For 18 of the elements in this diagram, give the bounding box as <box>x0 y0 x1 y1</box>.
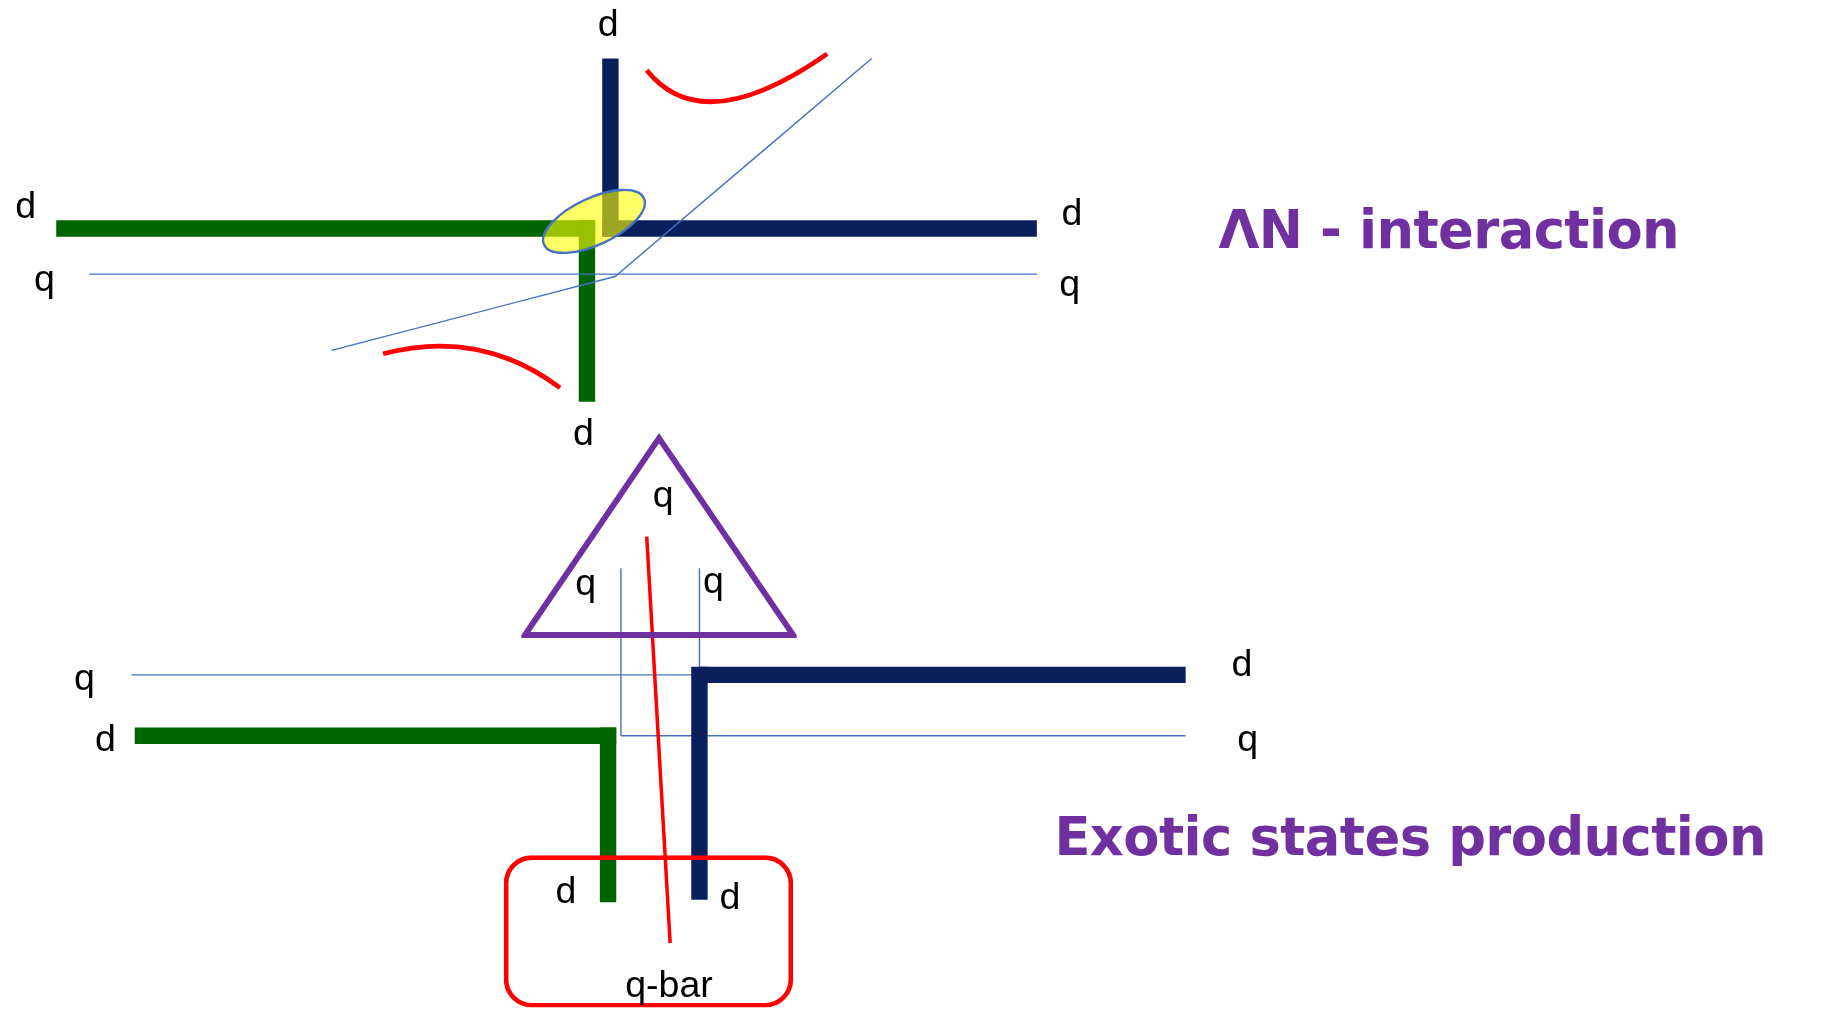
quark-label: d <box>95 719 116 757</box>
quark-label: q <box>1237 719 1259 757</box>
quark-label: q <box>703 561 724 599</box>
quark-label: d <box>573 413 594 452</box>
quark-label: d <box>1061 193 1083 231</box>
quark-label: q <box>575 563 597 602</box>
quark-label: d <box>719 877 741 915</box>
quark-label: d <box>15 186 37 224</box>
quark-label: d <box>555 871 577 910</box>
quark-label: q <box>1059 264 1081 303</box>
quark-label: q-bar <box>625 965 713 1003</box>
quark-label: q <box>652 475 674 514</box>
quark-label: q <box>34 258 55 297</box>
quark-label: d <box>597 4 619 43</box>
quark-label: q <box>73 658 95 696</box>
heading-text: ΛN - interaction <box>1218 203 1680 256</box>
meson-frame <box>503 855 794 1008</box>
quark-label: d <box>1231 644 1253 682</box>
